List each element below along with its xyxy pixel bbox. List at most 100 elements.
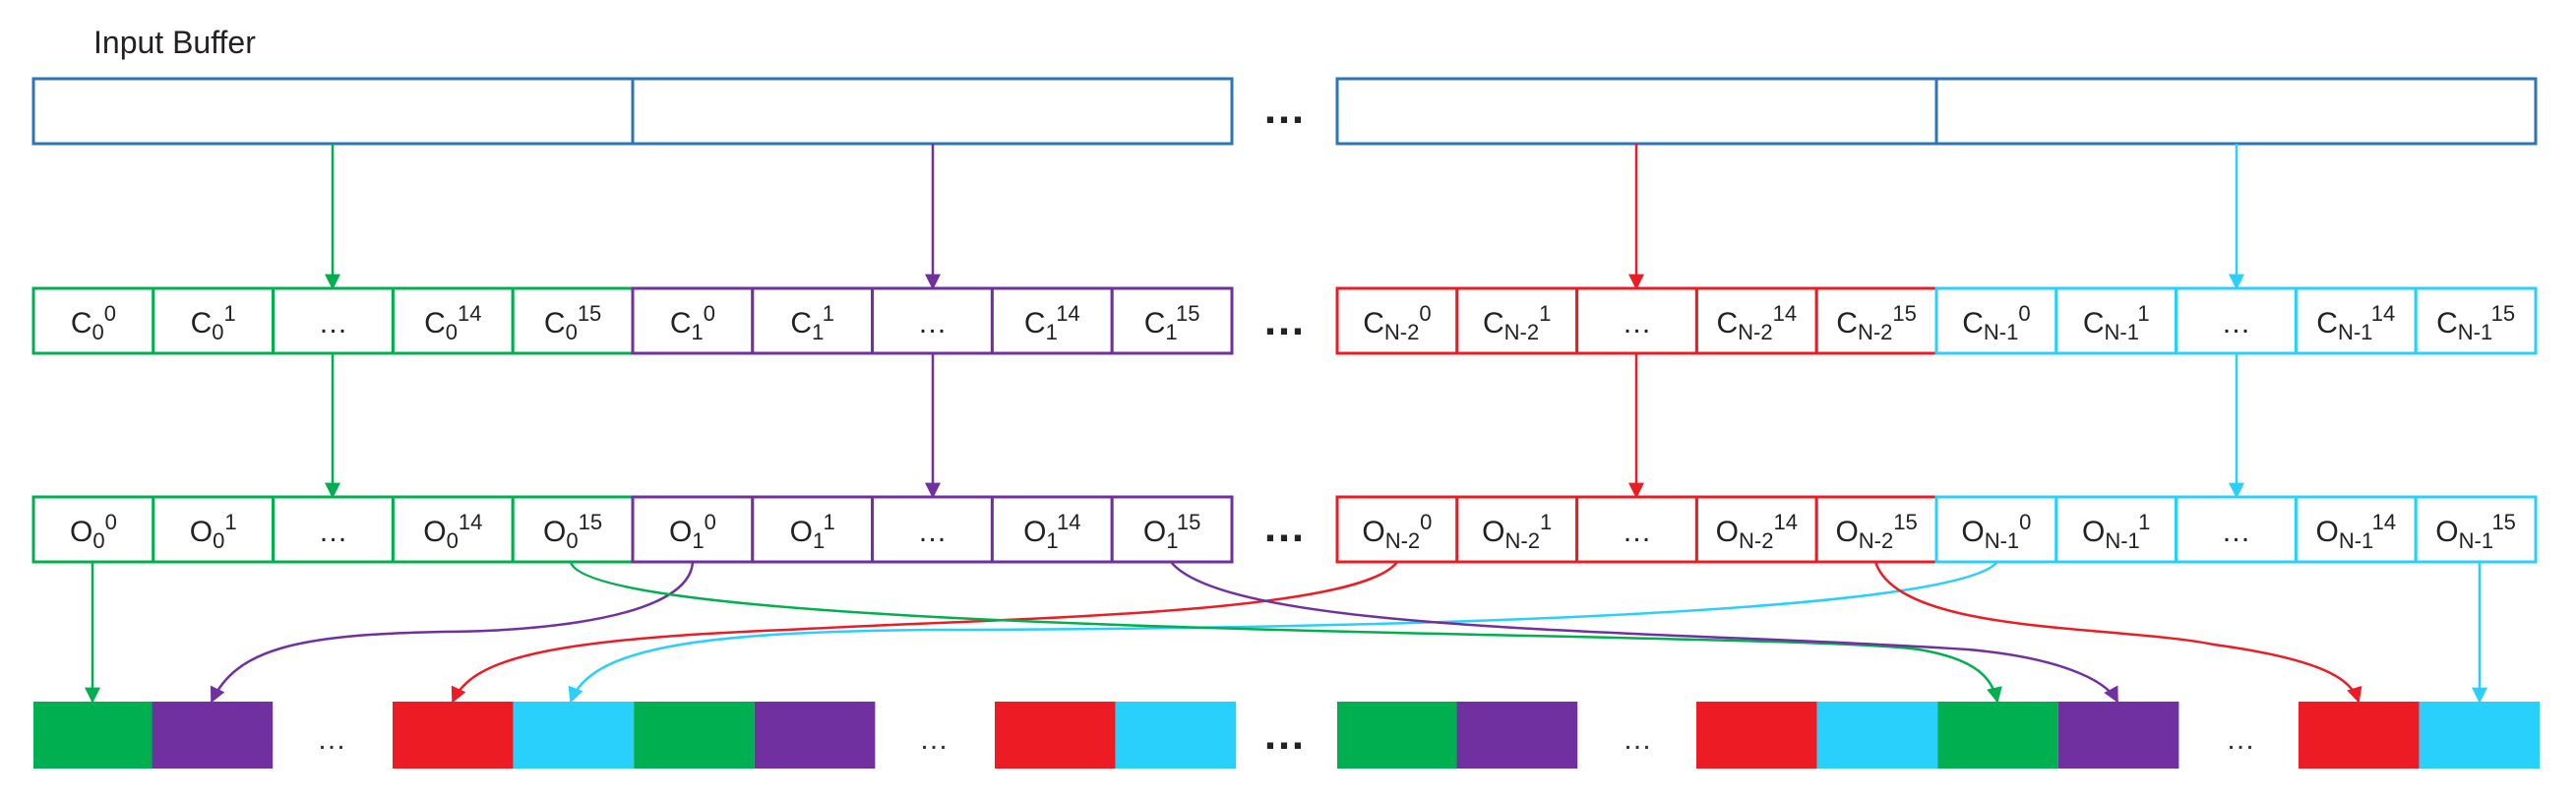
c-cell: CN-20 — [1335, 286, 1459, 355]
output-block-red — [2299, 702, 2420, 769]
o-cell-box — [272, 495, 395, 564]
c-cell: C014 — [391, 286, 515, 355]
c-cell-box — [2294, 286, 2418, 355]
output-block-red — [1696, 702, 1817, 769]
o-cell-label: O10 — [669, 510, 716, 553]
c-cell-box — [1575, 286, 1698, 355]
o-cell-box — [2294, 495, 2418, 564]
o-cell: O11 — [751, 495, 875, 564]
buffer-segment — [1335, 77, 1938, 146]
c-cell-box — [1110, 286, 1234, 355]
output-block-green — [1937, 702, 2058, 769]
o-cell-label: O015 — [543, 510, 602, 553]
c-cell-label: … — [319, 307, 348, 339]
c-cell: C10 — [631, 286, 755, 355]
o-cell-box — [871, 495, 994, 564]
c-cell-label: C01 — [191, 301, 236, 344]
o-cell-box — [1575, 495, 1698, 564]
c-cell-label: CN-114 — [2316, 301, 2395, 344]
output-ellipsis: … — [317, 723, 346, 756]
o-cell: ON-214 — [1694, 495, 1818, 564]
c-cell-label: C11 — [790, 301, 834, 344]
o-cell-label: O01 — [190, 510, 237, 553]
output-block-red — [393, 702, 514, 769]
c-cell-box — [2414, 286, 2538, 355]
c-cell: CN-11 — [2055, 286, 2178, 355]
c-cell: CN-214 — [1694, 286, 1818, 355]
output-ellipsis: … — [919, 723, 949, 756]
c-cell: C015 — [511, 286, 635, 355]
buffer-segment — [31, 77, 635, 146]
o-cell: O10 — [631, 495, 755, 564]
output-block-green — [634, 702, 755, 769]
o-cell-box — [1110, 495, 1234, 564]
o-to-output-arrow — [210, 561, 695, 704]
output-block-cyan — [513, 702, 635, 769]
c-cell: … — [1575, 286, 1698, 355]
output-ellipsis-main: … — [1262, 710, 1306, 759]
o-cell-box — [1455, 495, 1579, 564]
o-cell-label: ON-114 — [2315, 510, 2396, 553]
o-cell-label: ON-21 — [1482, 510, 1552, 553]
arrows — [85, 144, 2487, 704]
o-cell-box — [152, 495, 276, 564]
c-cell-label: … — [2222, 307, 2251, 339]
o-cell: ON-215 — [1814, 495, 1938, 564]
c-cell-label: C115 — [1144, 301, 1200, 344]
o-cell: ON-20 — [1335, 495, 1459, 564]
c-cell-box — [990, 286, 1114, 355]
output-block-cyan — [2419, 702, 2541, 769]
c-cell-label: CN-214 — [1716, 301, 1797, 344]
o-cell: ON-21 — [1455, 495, 1579, 564]
c-cell-box — [871, 286, 994, 355]
output-ellipsis: … — [1623, 723, 1652, 756]
o-cell: ON-11 — [2055, 495, 2178, 564]
buffer-segment — [1934, 77, 2538, 146]
output-ellipsis: … — [2226, 723, 2255, 756]
o-cell-box — [990, 495, 1114, 564]
o-cell: ON-10 — [1934, 495, 2058, 564]
o-cell: ON-114 — [2294, 495, 2418, 564]
o-cell-label: O00 — [70, 510, 117, 553]
o-to-output-arrow — [1873, 561, 2362, 704]
o-cell-label: O114 — [1023, 510, 1080, 553]
c-cell: CN-215 — [1814, 286, 1938, 355]
c-cell-box — [1455, 286, 1579, 355]
o-cell: … — [871, 495, 994, 564]
output-block-cyan — [1115, 702, 1237, 769]
diagram-title: Input Buffer — [93, 25, 256, 60]
c-cell-label: … — [1623, 307, 1652, 339]
o-cell: … — [2175, 495, 2298, 564]
c-cell: CN-10 — [1934, 286, 2058, 355]
o-cell: O014 — [391, 495, 515, 564]
buffer-segment — [631, 77, 1234, 146]
c-cell-label: CN-20 — [1363, 301, 1431, 344]
o-cell: … — [1575, 495, 1698, 564]
o-cell-box — [1694, 495, 1818, 564]
o-cell-label: ON-10 — [1961, 510, 2031, 553]
c-cell-box — [1814, 286, 1938, 355]
o-row: O00 O01 … O014 O015 O10 O11 … O114 O115 ON-20 ON-21… — [31, 495, 2538, 564]
c-cell-box — [511, 286, 635, 355]
c-cell: CN-115 — [2414, 286, 2538, 355]
o-cell: O015 — [511, 495, 635, 564]
output-block-purple — [754, 702, 876, 769]
output-row — [33, 702, 2541, 769]
c-cell-label: CN-21 — [1483, 301, 1551, 344]
o-cell: O00 — [31, 495, 155, 564]
o-cell-label: … — [319, 516, 348, 548]
o-cell-box — [391, 495, 515, 564]
c-cell-label: … — [918, 307, 948, 339]
output-block-green — [1337, 702, 1458, 769]
group-ellipsis: … — [1262, 85, 1306, 133]
o-cell-label: O014 — [423, 510, 482, 553]
o-cell-label: O115 — [1143, 510, 1200, 553]
o-cell-label: ON-20 — [1362, 510, 1432, 553]
c-cell-label: C014 — [424, 301, 481, 344]
c-cell-box — [1694, 286, 1818, 355]
o-cell-label: ON-11 — [2082, 510, 2150, 553]
o-cell-label: … — [2222, 516, 2251, 548]
o-cell-label: ON-115 — [2435, 510, 2516, 553]
o-cell-label: … — [918, 516, 948, 548]
